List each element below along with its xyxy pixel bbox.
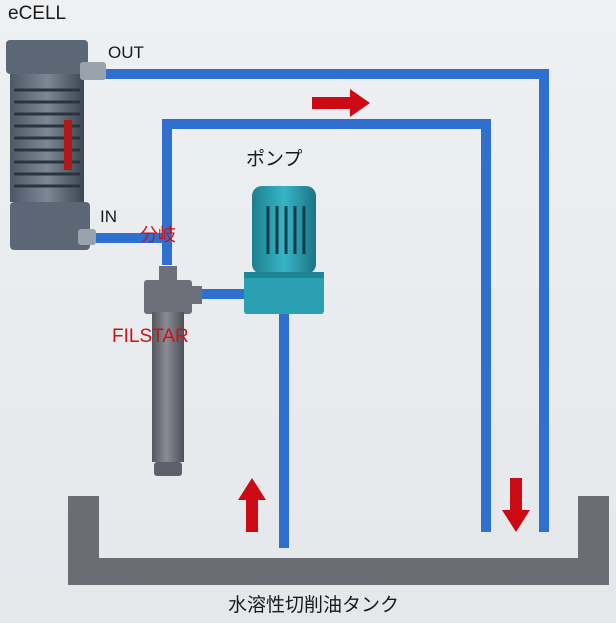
pump-label: ポンプ	[246, 149, 303, 170]
ecell-label: eCELL	[8, 3, 67, 24]
tank-label: 水溶性切削油タンク	[228, 595, 400, 616]
filstar-label: FILSTAR	[112, 326, 189, 347]
flow-arrow-down	[502, 478, 530, 532]
branch-label: 分岐	[140, 225, 176, 245]
pump	[244, 186, 324, 314]
tank-outline	[68, 496, 609, 585]
in-label: IN	[100, 207, 117, 226]
ecell-unit	[6, 40, 106, 250]
filstar-filter	[144, 266, 202, 476]
flow-arrow-right	[312, 89, 370, 117]
flow-arrow-up	[238, 478, 266, 532]
pipe-out-return	[104, 69, 549, 532]
out-label: OUT	[108, 43, 144, 62]
pipe-branch-return	[162, 119, 491, 532]
